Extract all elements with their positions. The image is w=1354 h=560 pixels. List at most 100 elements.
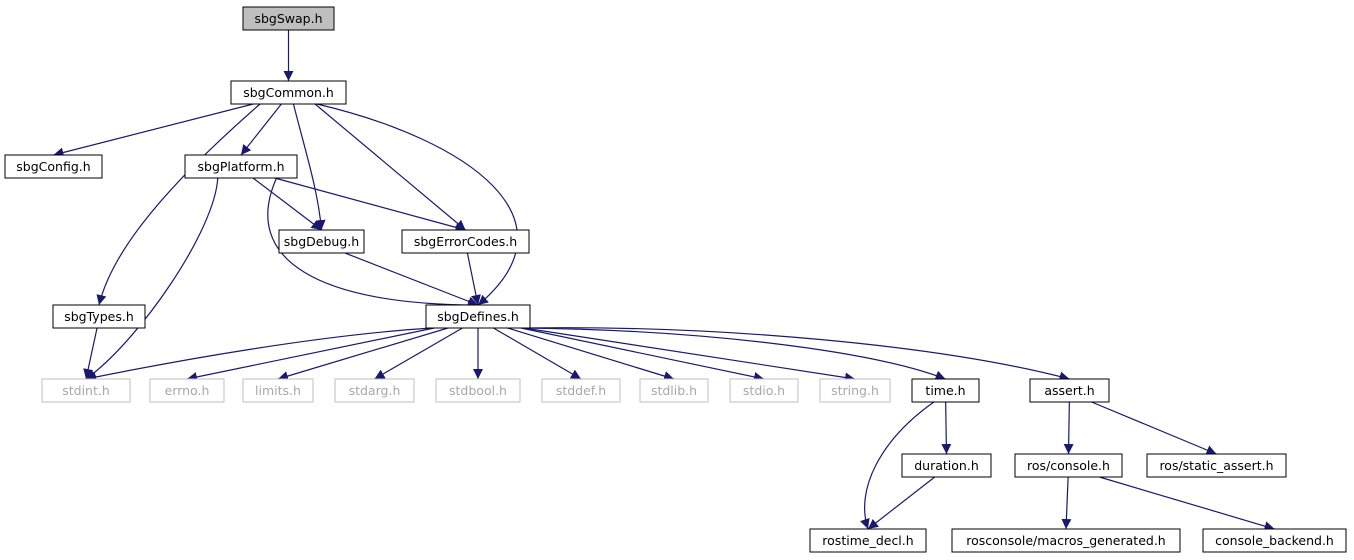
node-box (809, 528, 927, 553)
nodes-layer: sbgSwap.h sbgCommon.h sbgConfig.h sbgPlatfo… (4, 6, 1347, 553)
node-box (52, 304, 146, 329)
edge-sbgCommon-to-sbgPlatform (240, 103, 282, 156)
edge-rosconsole-to-consolebackend (1099, 476, 1275, 531)
node-label: sbgTypes.h (64, 309, 134, 324)
node-box (4, 154, 103, 179)
node-box (435, 378, 521, 403)
edge-time-to-rostimedecl (860, 401, 935, 530)
node-label: stdarg.h (349, 383, 401, 398)
edge-sbgPlatform-to-sbgErrorCodes (274, 177, 466, 233)
node-box (149, 378, 225, 403)
node-box (1202, 528, 1347, 553)
node-label: time.h (925, 383, 965, 398)
node-label: limits.h (255, 383, 301, 398)
edge-sbgCommon-to-sbgConfig (53, 103, 254, 158)
node-label: stdio.h (743, 383, 785, 398)
node-box (242, 6, 335, 31)
edge-sbgDefines-to-assert (523, 327, 1070, 382)
node-box (541, 378, 621, 403)
node-sbgDebug[interactable]: sbgDebug.h (278, 229, 365, 254)
node-label: ros/static_assert.h (1159, 458, 1273, 473)
node-box (901, 453, 992, 478)
node-assert[interactable]: assert.h (1029, 378, 1110, 403)
node-sbgSwap[interactable]: sbgSwap.h (242, 6, 335, 31)
node-box (334, 378, 415, 403)
node-label: stdint.h (62, 383, 110, 398)
node-duration[interactable]: duration.h (901, 453, 992, 478)
node-box (242, 378, 314, 403)
node-errno: errno.h (149, 378, 225, 403)
edge-time-to-duration (941, 401, 952, 455)
edges-layer (53, 30, 1275, 531)
node-sbgErrorCodes[interactable]: sbgErrorCodes.h (401, 229, 530, 254)
node-label: stddef.h (556, 383, 606, 398)
node-box (819, 378, 891, 403)
node-label: sbgCommon.h (243, 85, 334, 100)
edge-sbgTypes-to-stdint (83, 327, 98, 380)
edge-sbgDefines-to-stdint (85, 327, 433, 382)
node-box (41, 378, 131, 403)
node-sbgDefines[interactable]: sbgDefines.h (425, 304, 531, 329)
node-label: console_backend.h (1215, 533, 1334, 548)
edge-sbgDefines-to-stdio (520, 327, 765, 382)
node-label: string.h (831, 383, 879, 398)
node-stdbool: stdbool.h (435, 378, 521, 403)
node-box (951, 528, 1181, 553)
edge-sbgPlatform-to-stdint (85, 177, 219, 380)
node-box (1146, 453, 1287, 478)
edge-sbgDefines-to-stdarg (374, 327, 463, 380)
node-stdlib: stdlib.h (639, 378, 709, 403)
node-box (1029, 378, 1110, 403)
node-sbgPlatform[interactable]: sbgPlatform.h (184, 154, 298, 179)
node-consolebackend[interactable]: console_backend.h (1202, 528, 1347, 553)
edge-sbgCommon-to-sbgDebug (292, 103, 326, 231)
node-sbgTypes[interactable]: sbgTypes.h (52, 304, 146, 329)
node-box (278, 229, 365, 254)
edge-sbgDefines-to-errno (186, 327, 435, 382)
edge-sbgErrorCodes-to-sbgDefines (466, 252, 481, 306)
node-label: stdbool.h (449, 383, 507, 398)
edge-sbgDefines-to-limits (277, 327, 449, 381)
node-label: duration.h (914, 458, 979, 473)
edge-sbgCommon-to-sbgDefines (316, 103, 519, 306)
node-label: rostime_decl.h (822, 533, 913, 548)
node-label: errno.h (165, 383, 210, 398)
edge-sbgDefines-to-string (523, 327, 856, 383)
node-label: assert.h (1044, 383, 1094, 398)
edge-assert-to-rosconsole (1063, 401, 1074, 455)
node-macrosgen[interactable]: rosconsole/macros_generated.h (951, 528, 1181, 553)
node-label: ros/console.h (1027, 458, 1110, 473)
node-label: sbgDebug.h (284, 234, 359, 249)
node-box (230, 80, 347, 105)
edge-assert-to-rosstaticassert (1091, 401, 1217, 455)
edge-sbgDefines-to-stddef (493, 327, 582, 380)
edge-duration-to-rostimedecl (867, 476, 936, 530)
node-box (401, 229, 530, 254)
node-sbgCommon[interactable]: sbgCommon.h (230, 80, 347, 105)
edge-sbgCommon-to-sbgTypes (96, 103, 261, 306)
node-rostimedecl[interactable]: rostime_decl.h (809, 528, 927, 553)
edge-sbgDefines-to-stdlib (507, 327, 675, 381)
node-box (1014, 453, 1123, 478)
node-label: sbgErrorCodes.h (414, 234, 517, 249)
node-box (911, 378, 980, 403)
node-box (729, 378, 799, 403)
edge-sbgPlatform-to-sbgDebug (252, 177, 322, 231)
node-stdarg: stdarg.h (334, 378, 415, 403)
node-box (184, 154, 298, 179)
edge-sbgDebug-to-sbgDefines (344, 252, 479, 307)
node-box (425, 304, 531, 329)
node-string: string.h (819, 378, 891, 403)
node-rosstaticassert[interactable]: ros/static_assert.h (1146, 453, 1287, 478)
node-time[interactable]: time.h (911, 378, 980, 403)
node-stdint: stdint.h (41, 378, 131, 403)
node-sbgConfig[interactable]: sbgConfig.h (4, 154, 103, 179)
node-label: rosconsole/macros_generated.h (966, 533, 1165, 548)
edge-sbgDefines-to-time (523, 327, 946, 381)
node-stdio: stdio.h (729, 378, 799, 403)
node-box (639, 378, 709, 403)
node-rosconsole[interactable]: ros/console.h (1014, 453, 1123, 478)
node-label: sbgConfig.h (16, 159, 90, 174)
node-label: sbgDefines.h (437, 309, 519, 324)
